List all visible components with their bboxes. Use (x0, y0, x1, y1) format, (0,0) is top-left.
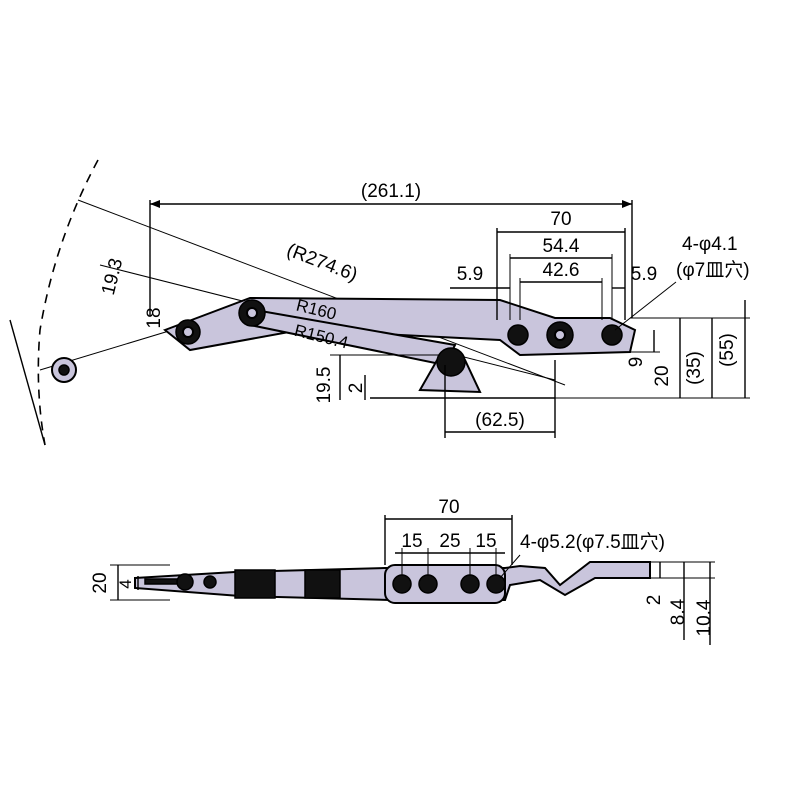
mount-hole-2-core (554, 329, 566, 341)
dim-radius-large: (R274.6) (284, 240, 361, 286)
side-view: 70 15 25 15 4-φ5.2(φ7.5皿穴) 20 4 2 8.4 10… (90, 497, 715, 645)
dim-hole-pitch-inner: 42.6 (543, 260, 580, 281)
dim-side-height-10-4: 10.4 (694, 599, 715, 636)
dim-side-left-thickness: 4 (116, 579, 135, 588)
dim-side-pitch-2: 25 (439, 531, 460, 552)
dim-mount-width: 70 (550, 209, 571, 230)
dim-side-left-height: 20 (90, 572, 111, 593)
countersink-spec-top: (φ7皿穴) (676, 259, 750, 281)
dim-base-thickness: 2 (346, 383, 367, 394)
dim-angle-offset: 19.3 (98, 256, 127, 297)
mount-hole-3 (601, 324, 623, 346)
dim-side-pitch-3: 15 (475, 531, 496, 552)
side-rivet-2 (203, 575, 217, 589)
arrow (622, 200, 632, 208)
dim-base-offset: (62.5) (475, 410, 525, 431)
dim-height-35: (35) (684, 351, 705, 385)
dim-height-9: 9 (626, 357, 647, 368)
side-arm-dark-3 (304, 569, 341, 599)
radius-line-large (77, 199, 566, 386)
hole-spec-leader (614, 281, 677, 331)
arc-endpoint-line (9, 319, 46, 446)
side-hole-1 (392, 574, 412, 594)
side-arm-dark-2 (234, 569, 276, 599)
side-hole-4 (486, 574, 506, 594)
hole-spec-side: 4-φ5.2(φ7.5皿穴) (520, 531, 665, 553)
swing-pivot-inner (58, 364, 70, 376)
dim-edge-left: 5.9 (457, 264, 483, 285)
mount-hole-1 (507, 324, 529, 346)
dim-side-thickness-2: 2 (644, 595, 665, 606)
pivot-mid-core (246, 307, 258, 319)
dim-height-55: (55) (717, 333, 738, 367)
top-view: (261.1) (R274.6) R160 R150.4 19.3 18 70 … (9, 159, 750, 446)
dim-side-pitch-1: 15 (401, 531, 422, 552)
pivot-base (436, 347, 466, 377)
pivot-left-core (182, 326, 194, 338)
arrow (150, 200, 160, 208)
swing-arc (37, 159, 99, 446)
hole-spec-side-leader (499, 554, 521, 579)
dim-side-mount-width: 70 (438, 497, 459, 518)
dim-edge-right: 5.9 (631, 264, 657, 285)
dim-left-thickness: 18 (144, 307, 165, 328)
dim-pivot-height: 19.5 (314, 367, 335, 404)
hole-spec-top: 4-φ4.1 (682, 234, 738, 255)
dim-overall-length: (261.1) (361, 181, 421, 202)
side-rivet-1 (176, 573, 194, 591)
dim-side-height-8-4: 8.4 (668, 598, 689, 625)
side-hole-3 (460, 574, 480, 594)
dim-hole-pitch-outer: 54.4 (543, 236, 580, 257)
side-hole-2 (418, 574, 438, 594)
dim-height-20: 20 (652, 365, 673, 386)
